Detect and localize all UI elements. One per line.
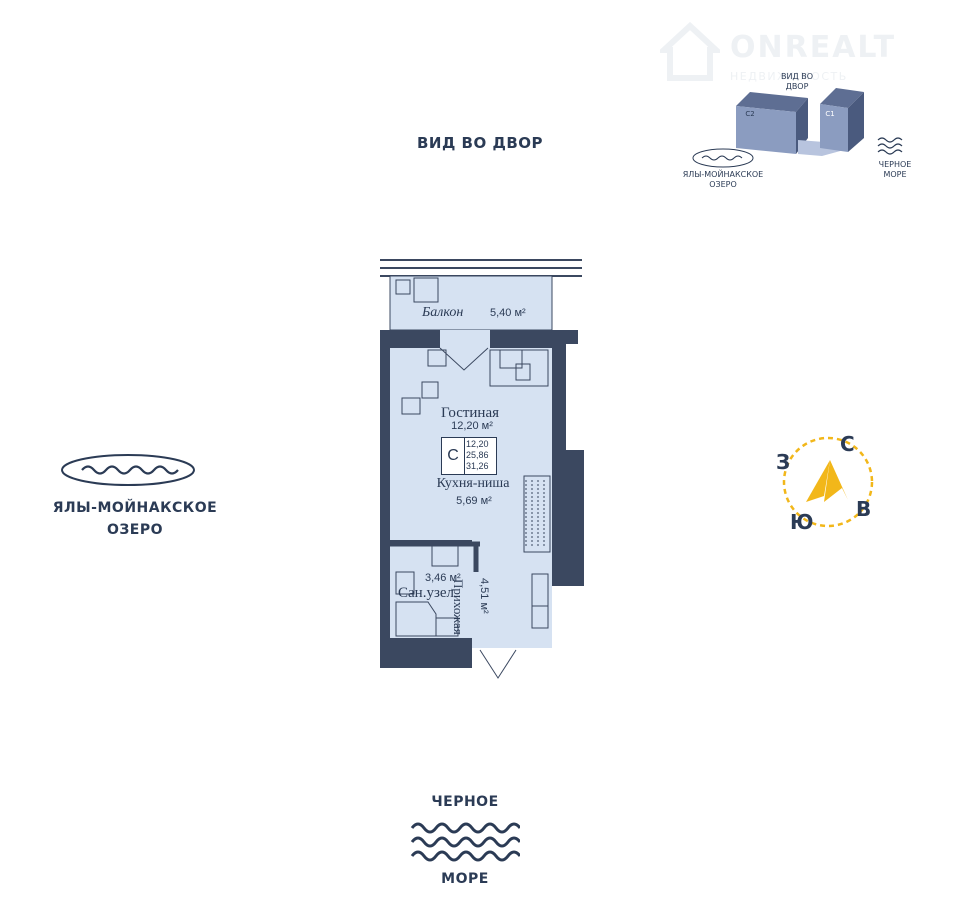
compass-north: С: [840, 432, 855, 456]
minimap-buildings: [692, 88, 903, 168]
compass-east: В: [856, 497, 872, 521]
apartment-summary-badge: С 12,20 25,86 31,26: [441, 437, 497, 475]
floor-plan: [380, 259, 584, 679]
summary-values: 12,20 25,86 31,26: [466, 439, 489, 472]
sea-label-top: ЧЕРНОЕ: [431, 794, 499, 810]
minimap-sea-label: ЧЕРНОЕ МОРЕ: [878, 160, 912, 179]
minimap-building-c2: С2: [745, 110, 755, 118]
compass-south: Ю: [790, 510, 814, 534]
logo-icon: [660, 22, 720, 81]
kitchen-name: Кухня-ниша: [436, 476, 510, 491]
kitchen-area: 5,69 м²: [456, 495, 492, 507]
minimap-view-label: ВИД ВО ДВОР: [780, 72, 814, 91]
balcony-area: 5,40 м²: [490, 307, 526, 319]
minimap-building-c1: С1: [825, 110, 835, 118]
lake-label: ЯЛЫ-МОЙНАКСКОЕ ОЗЕРО: [52, 500, 218, 538]
summary-total-area: 25,86: [466, 450, 489, 460]
apartment-type: С: [442, 438, 465, 474]
balcony-name: Балкон: [422, 305, 464, 320]
view-label-yard: ВИД ВО ДВОР: [416, 134, 543, 152]
summary-living-area: 12,20: [466, 439, 489, 449]
sea-label-bottom: МОРЕ: [441, 871, 489, 887]
bath-name: Сан.узел: [398, 585, 455, 601]
living-name: Гостиная: [440, 405, 500, 421]
summary-total-with-balcony: 31,26: [466, 461, 489, 471]
hall-area: 4,51 м²: [478, 578, 490, 614]
living-area: 12,20 м²: [451, 420, 493, 432]
minimap-lake-label: ЯЛЫ-МОЙНАКСКОЕ ОЗЕРО: [682, 170, 764, 189]
bath-area: 3,46 м²: [425, 572, 461, 584]
logo-subtitle: НЕДВИЖИМОСТЬ: [730, 70, 848, 83]
site-minimap: ВИД ВО ДВОР С2 С1 ЯЛЫ-МОЙНАКСКОЕ ОЗЕРО Ч…: [648, 68, 924, 210]
compass-west: З: [776, 450, 791, 474]
compass-icon: [782, 436, 874, 528]
sea-waves-icon: [410, 822, 520, 862]
logo-name: ONREALT: [730, 30, 897, 65]
lake-icon: [61, 454, 195, 486]
